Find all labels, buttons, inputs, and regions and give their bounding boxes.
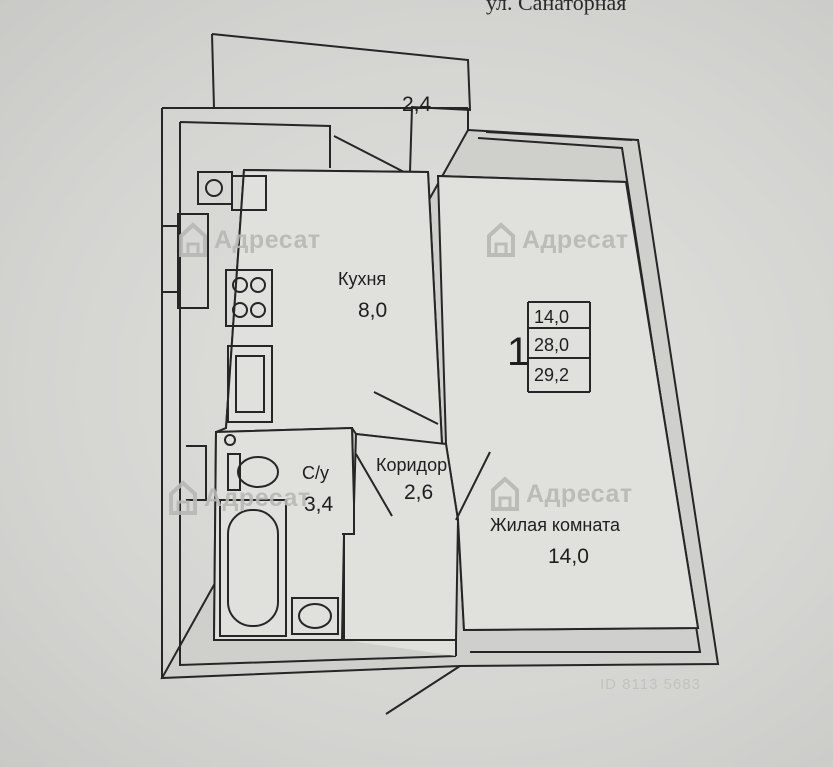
summary-total-with-balcony: 29,2 [534,365,570,385]
bathtub [219,499,287,637]
summary-total-area: 28,0 [534,335,570,355]
street-caption: ул. Санаторная [486,0,627,15]
watermark-logo-1: Адресат [178,222,321,258]
bathroom-label: С/у [302,463,329,483]
kitchen-door-swing [373,391,439,425]
kitchen-sink [227,345,273,423]
entrance-door-swing [385,665,461,715]
watermark-logo-4: Адресат [490,476,633,512]
watermark-logo-3: Адресат [168,480,311,516]
kitchen-cabinet [231,175,267,211]
balcony-door-swing [333,135,405,173]
living-door-swing [455,451,491,521]
radiator-kitchen [177,213,209,309]
living-room-label: Жилая комната [490,515,621,535]
toilet-bowl [237,456,279,488]
living-room-area: 14,0 [548,545,589,568]
watermark-house-icon [179,222,207,257]
window-marks [162,131,633,501]
kitchen-area: 8,0 [358,299,388,322]
balcony-outline [211,33,472,173]
corridor-label: Коридор [376,455,448,475]
balcony-area: 2,4 [402,93,432,116]
washbasin [291,597,339,635]
watermark-listing-id: ID 8113 5683 [600,676,701,693]
summary-living-area: 14,0 [534,307,570,327]
summary-box [527,301,591,393]
watermark-logo-2: Адресат [486,222,629,258]
bathroom-door-swing [355,453,393,517]
stove [225,269,273,327]
toilet-tank [227,453,241,491]
vent-shaft [342,504,355,535]
boiler [197,171,233,205]
bathroom-area: 3,4 [304,493,334,516]
exterior-wall-outer-frame [161,108,469,678]
watermark-house-icon [169,480,197,515]
kitchen-label: Кухня [338,269,387,289]
watermark-house-icon [491,476,519,511]
summary-rooms-count: 1 [507,330,530,374]
watermark-house-icon [487,222,515,257]
corridor-area: 2,6 [404,481,434,504]
